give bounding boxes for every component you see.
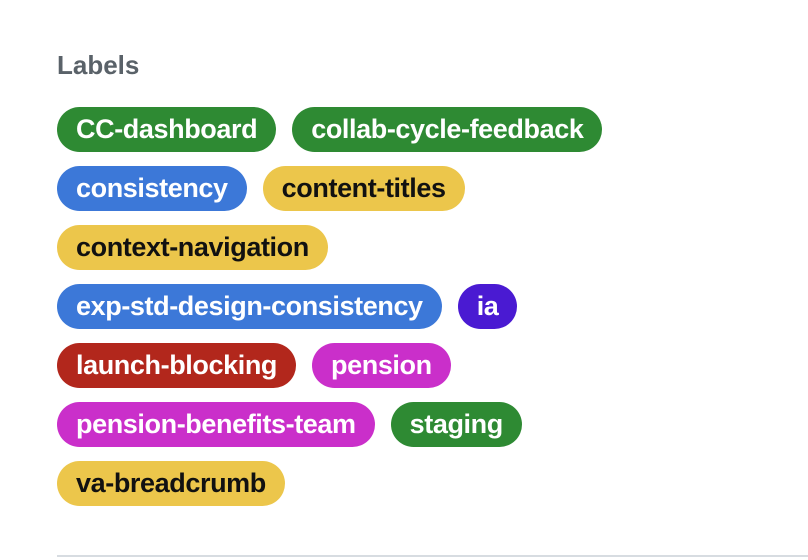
labels-row: launch-blocking pension bbox=[57, 343, 451, 388]
label-pill-consistency[interactable]: consistency bbox=[57, 166, 247, 211]
section-divider bbox=[57, 555, 808, 557]
label-pill-va-breadcrumb[interactable]: va-breadcrumb bbox=[57, 461, 285, 506]
labels-row: context-navigation bbox=[57, 225, 328, 270]
labels-row: CC-dashboard collab-cycle-feedback bbox=[57, 107, 603, 152]
label-pill-context-navigation[interactable]: context-navigation bbox=[57, 225, 328, 270]
label-pill-ia[interactable]: ia bbox=[457, 284, 518, 329]
labels-row: exp-std-design-consistency ia bbox=[57, 284, 518, 329]
labels-list: CC-dashboard collab-cycle-feedback consi… bbox=[57, 107, 788, 506]
label-pill-cc-dashboard[interactable]: CC-dashboard bbox=[57, 107, 277, 152]
label-pill-staging[interactable]: staging bbox=[390, 402, 522, 447]
label-pill-content-titles[interactable]: content-titles bbox=[262, 166, 465, 211]
label-pill-exp-std-design-consistency[interactable]: exp-std-design-consistency bbox=[57, 284, 442, 329]
labels-heading: Labels bbox=[57, 50, 140, 80]
label-pill-pension[interactable]: pension bbox=[312, 343, 451, 388]
labels-row: pension-benefits-team staging bbox=[57, 402, 522, 447]
labels-row: va-breadcrumb bbox=[57, 461, 285, 506]
label-pill-pension-benefits-team[interactable]: pension-benefits-team bbox=[57, 402, 375, 447]
labels-section: Labels CC-dashboard collab-cycle-feedbac… bbox=[57, 50, 788, 506]
labels-row: consistency content-titles bbox=[57, 166, 465, 211]
label-pill-collab-cycle-feedback[interactable]: collab-cycle-feedback bbox=[292, 107, 603, 152]
label-pill-launch-blocking[interactable]: launch-blocking bbox=[57, 343, 297, 388]
